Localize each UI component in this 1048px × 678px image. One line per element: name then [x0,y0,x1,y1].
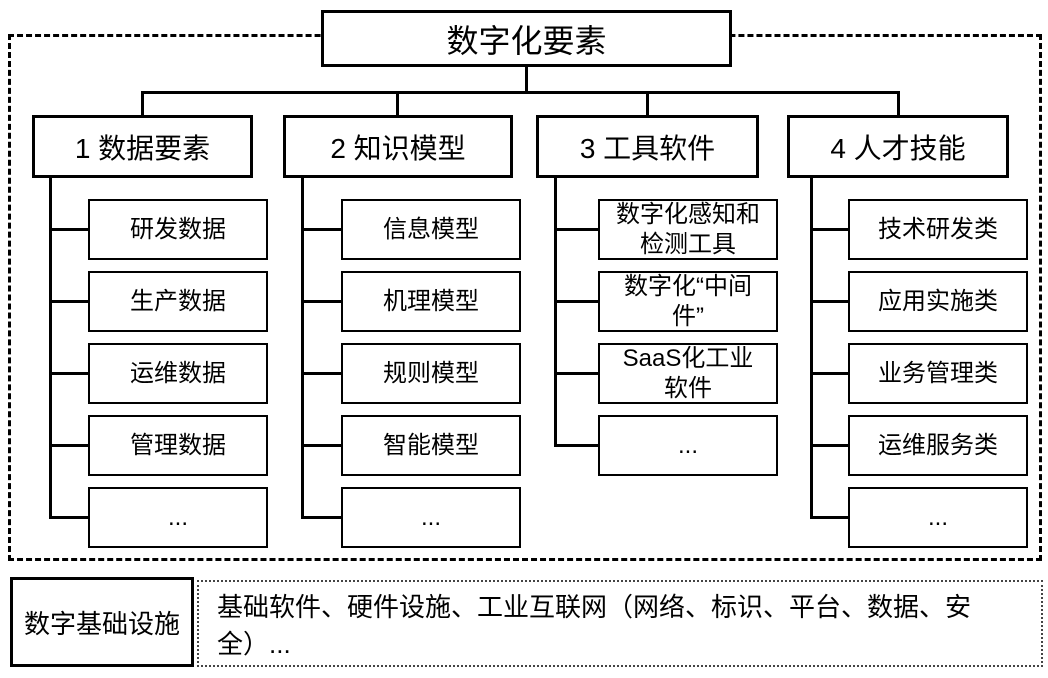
infrastructure-description-box: 基础软件、硬件设施、工业互联网（网络、标识、平台、数据、安全）... [197,580,1043,667]
tree-connector [646,91,649,115]
tree-connector [141,91,900,94]
child-node: ... [848,487,1028,548]
child-node: 运维服务类 [848,415,1028,476]
child-node: SaaS化工业 软件 [598,343,778,404]
child-node: 规则模型 [341,343,521,404]
child-node: 数字化感知和 检测工具 [598,199,778,260]
branch-node-data: 1 数据要素 [32,115,253,178]
child-node: 机理模型 [341,271,521,332]
child-tick [49,516,88,519]
child-node: 应用实施类 [848,271,1028,332]
child-node: 信息模型 [341,199,521,260]
tree-connector [396,91,399,115]
child-node: 生产数据 [88,271,268,332]
infrastructure-label-box: 数字基础设施 [10,577,194,667]
child-node: ... [88,487,268,548]
child-tick [301,516,341,519]
child-tick [301,444,341,447]
child-tick [810,516,848,519]
child-node: 运维数据 [88,343,268,404]
branch-spine [301,178,304,519]
root-node: 数字化要素 [321,10,732,67]
branch-spine [554,178,557,447]
child-tick [49,300,88,303]
child-tick [554,444,598,447]
child-tick [810,444,848,447]
child-tick [301,228,341,231]
child-node: ... [341,487,521,548]
child-tick [554,228,598,231]
branch-node-talent: 4 人才技能 [787,115,1009,178]
branch-spine [49,178,52,519]
child-node: 业务管理类 [848,343,1028,404]
branch-spine [810,178,813,519]
child-tick [301,300,341,303]
child-tick [49,444,88,447]
child-tick [554,372,598,375]
tree-connector [525,67,528,91]
tree-connector [141,91,144,115]
child-node: ... [598,415,778,476]
child-tick [49,228,88,231]
branch-node-knowledge: 2 知识模型 [283,115,513,178]
child-tick [301,372,341,375]
tree-connector [897,91,900,115]
branch-node-tools: 3 工具软件 [536,115,759,178]
child-tick [49,372,88,375]
child-node: 研发数据 [88,199,268,260]
child-node: 管理数据 [88,415,268,476]
child-node: 技术研发类 [848,199,1028,260]
child-tick [554,300,598,303]
child-tick [810,228,848,231]
child-tick [810,372,848,375]
child-node: 智能模型 [341,415,521,476]
child-node: 数字化“中间 件” [598,271,778,332]
child-tick [810,300,848,303]
